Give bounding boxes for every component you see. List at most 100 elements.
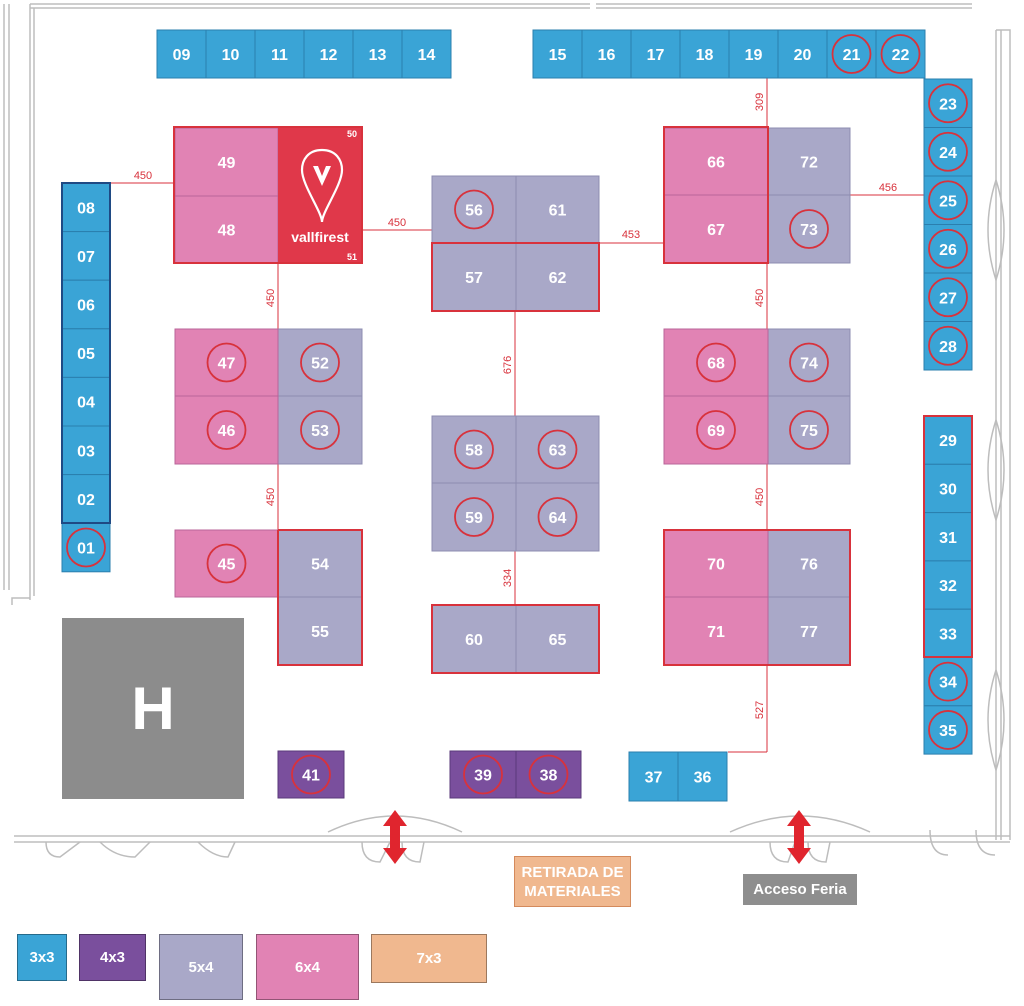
booth-number: 14 <box>418 47 436 64</box>
booth-07[interactable]: 07 <box>61 231 111 281</box>
booth-10[interactable]: 10 <box>205 29 256 79</box>
booth-74[interactable]: 74 <box>767 328 851 397</box>
booth-62[interactable]: 62 <box>515 242 600 312</box>
booth-77[interactable]: 77 <box>767 596 851 666</box>
booth-58[interactable]: 58 <box>431 415 517 484</box>
booth-rect <box>677 751 728 802</box>
booth-11[interactable]: 11 <box>254 29 305 79</box>
booth-35[interactable]: 35 <box>923 705 973 755</box>
booth-12[interactable]: 12 <box>303 29 354 79</box>
booth-number: 73 <box>800 222 818 239</box>
booth-72[interactable]: 72 <box>767 127 851 196</box>
booth-56[interactable]: 56 <box>431 175 517 244</box>
booth-27[interactable]: 27 <box>923 272 973 322</box>
booth-75[interactable]: 75 <box>767 395 851 465</box>
booth-69[interactable]: 69 <box>663 395 769 465</box>
distance-label: 450 <box>265 289 277 307</box>
booth-34[interactable]: 34 <box>923 657 973 707</box>
booth-rect <box>61 231 111 281</box>
booth-number: 53 <box>311 423 329 440</box>
booth-31[interactable]: 31 <box>923 512 973 562</box>
distance-lines <box>110 78 924 753</box>
booth-09[interactable]: 09 <box>156 29 207 79</box>
booth-highlight-circle <box>928 710 968 750</box>
booth-45[interactable]: 45 <box>174 529 279 598</box>
booth-28[interactable]: 28 <box>923 321 973 371</box>
booth-number: 45 <box>218 557 236 574</box>
booth-01[interactable]: 01 <box>61 522 111 573</box>
booth-20[interactable]: 20 <box>777 29 828 79</box>
booth-67[interactable]: 67 <box>663 194 769 264</box>
booth-number: 08 <box>77 200 95 217</box>
booth-15[interactable]: 15 <box>532 29 583 79</box>
booth-32[interactable]: 32 <box>923 560 973 610</box>
booth-number: 48 <box>218 223 236 240</box>
booth-65[interactable]: 65 <box>515 604 600 674</box>
booth-13[interactable]: 13 <box>352 29 403 79</box>
booth-23[interactable]: 23 <box>923 78 973 128</box>
booth-48[interactable]: 48 <box>174 195 279 264</box>
booth-18[interactable]: 18 <box>679 29 730 79</box>
booth-06[interactable]: 06 <box>61 279 111 330</box>
booth-76[interactable]: 76 <box>767 529 851 598</box>
booth-61[interactable]: 61 <box>515 175 600 244</box>
booth-04[interactable]: 04 <box>61 376 111 427</box>
booth-08[interactable]: 08 <box>61 182 111 233</box>
booth-53[interactable]: 53 <box>277 395 363 465</box>
booth-63[interactable]: 63 <box>515 415 600 484</box>
booth-number: 75 <box>800 423 818 440</box>
booth-71[interactable]: 71 <box>663 596 769 666</box>
booth-21[interactable]: 21 <box>826 29 877 79</box>
booth-57[interactable]: 57 <box>431 242 517 312</box>
booth-46[interactable]: 46 <box>174 395 279 465</box>
booth-highlight-circle <box>789 342 829 383</box>
booth-70[interactable]: 70 <box>663 529 769 598</box>
booth-29[interactable]: 29 <box>923 415 973 465</box>
booth-03[interactable]: 03 <box>61 425 111 476</box>
booth-73[interactable]: 73 <box>767 194 851 264</box>
booth-rect <box>352 29 403 79</box>
booth-number: 57 <box>465 270 483 287</box>
booth-14[interactable]: 14 <box>401 29 452 79</box>
booth-60[interactable]: 60 <box>431 604 517 674</box>
booth-rect <box>923 321 973 371</box>
booth-55[interactable]: 55 <box>277 596 363 666</box>
booth-38[interactable]: 38 <box>515 750 582 799</box>
booth-number: 55 <box>311 624 329 641</box>
booth-05[interactable]: 05 <box>61 328 111 378</box>
vallfirest-booth[interactable]: vallfirest 50 51 <box>278 127 362 263</box>
booth-number: 41 <box>302 768 320 785</box>
booth-25[interactable]: 25 <box>923 175 973 225</box>
booth-rect <box>515 482 600 552</box>
booth-54[interactable]: 54 <box>277 529 363 598</box>
booth-22[interactable]: 22 <box>875 29 926 79</box>
booth-64[interactable]: 64 <box>515 482 600 552</box>
booth-36[interactable]: 36 <box>677 751 728 802</box>
booth-19[interactable]: 19 <box>728 29 779 79</box>
booth-number: 34 <box>939 675 957 692</box>
booth-highlight-circle <box>206 342 247 383</box>
booth-26[interactable]: 26 <box>923 224 973 274</box>
booth-37[interactable]: 37 <box>628 751 679 802</box>
booth-49[interactable]: 49 <box>174 127 279 197</box>
booth-39[interactable]: 39 <box>449 750 517 799</box>
booth-17[interactable]: 17 <box>630 29 681 79</box>
booth-rect <box>663 127 769 196</box>
booth-52[interactable]: 52 <box>277 328 363 397</box>
materials-pickup-line-1: RETIRADA DE <box>521 863 624 881</box>
booth-30[interactable]: 30 <box>923 463 973 514</box>
booth-24[interactable]: 24 <box>923 127 973 177</box>
booth-66[interactable]: 66 <box>663 127 769 196</box>
booth-33[interactable]: 33 <box>923 608 973 659</box>
booth-rect <box>61 279 111 330</box>
booth-47[interactable]: 47 <box>174 328 279 397</box>
booth-highlight-circle <box>291 754 331 795</box>
booth-highlight-circle <box>928 83 968 124</box>
distance-label: 450 <box>265 488 277 506</box>
booth-41[interactable]: 41 <box>277 750 345 799</box>
legend-5x4: 5x4 <box>159 934 243 1000</box>
booth-59[interactable]: 59 <box>431 482 517 552</box>
booth-02[interactable]: 02 <box>61 474 111 524</box>
booth-16[interactable]: 16 <box>581 29 632 79</box>
booth-68[interactable]: 68 <box>663 328 769 397</box>
